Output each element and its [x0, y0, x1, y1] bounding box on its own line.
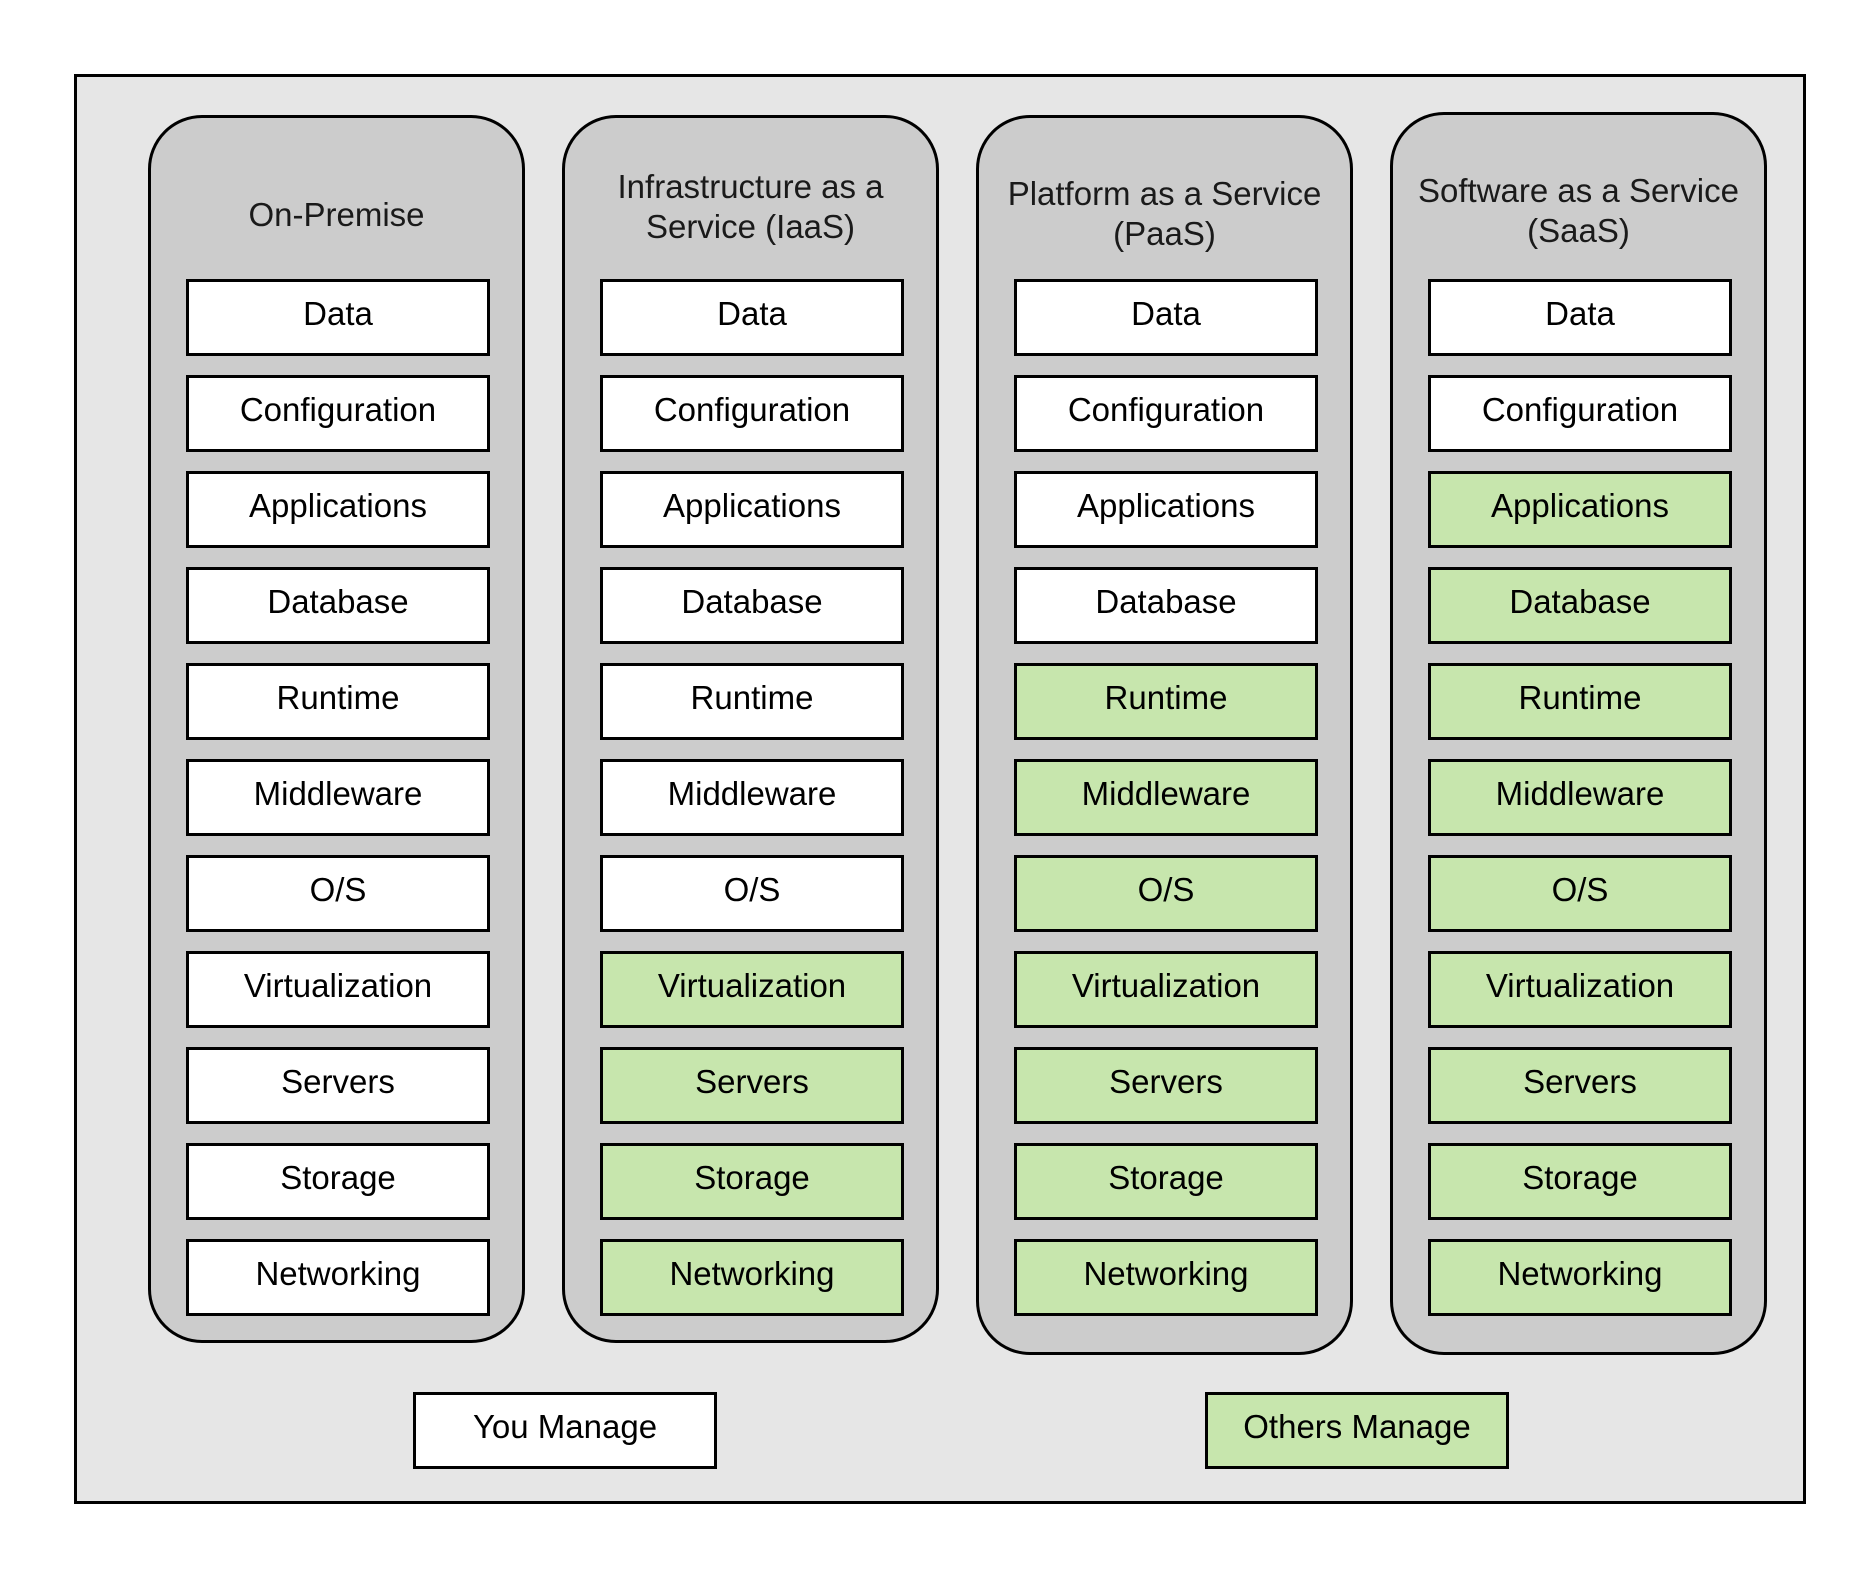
layer-label: Database	[1509, 582, 1651, 620]
layer-box: Networking	[1428, 1239, 1732, 1316]
layer-label: Middleware	[667, 774, 837, 812]
layer-box: Database	[186, 567, 490, 644]
layer-label: Runtime	[1518, 678, 1642, 716]
layer-box: Data	[1014, 279, 1318, 356]
layer-box: Virtualization	[186, 951, 490, 1028]
layer-box: Servers	[186, 1047, 490, 1124]
layer-label: O/S	[723, 870, 781, 908]
legend-you-manage-label: You Manage	[472, 1407, 658, 1445]
layer-label: Middleware	[253, 774, 423, 812]
layer-label: Storage	[1522, 1158, 1638, 1196]
layer-box: Storage	[186, 1143, 490, 1220]
column-title: Infrastructure as a Service (IaaS)	[617, 168, 884, 245]
layer-label: Runtime	[276, 678, 400, 716]
layer-label: Applications	[1491, 486, 1669, 524]
layer-box: Middleware	[1428, 759, 1732, 836]
layer-label: Data	[1131, 294, 1201, 332]
layer-box: Runtime	[186, 663, 490, 740]
layer-box: Configuration	[1428, 375, 1732, 452]
layer-box: Runtime	[1014, 663, 1318, 740]
legend-others-manage: Others Manage	[1205, 1392, 1509, 1469]
layer-box: Networking	[186, 1239, 490, 1316]
layer-label: Virtualization	[1071, 966, 1261, 1004]
layer-box: Applications	[186, 471, 490, 548]
layer-label: O/S	[1137, 870, 1195, 908]
layer-box: Runtime	[1428, 663, 1732, 740]
layer-label: Servers	[281, 1062, 395, 1100]
layer-box: Data	[600, 279, 904, 356]
legend-you-manage: You Manage	[413, 1392, 717, 1469]
layer-label: Virtualization	[243, 966, 433, 1004]
layer-box: Middleware	[1014, 759, 1318, 836]
layer-label: Runtime	[690, 678, 814, 716]
layer-label: Configuration	[1481, 390, 1679, 428]
layer-label: Database	[267, 582, 409, 620]
layer-box: Virtualization	[1428, 951, 1732, 1028]
layer-label: Database	[681, 582, 823, 620]
layer-label: O/S	[1551, 870, 1609, 908]
layer-box: Middleware	[186, 759, 490, 836]
layer-box: Applications	[600, 471, 904, 548]
layer-label: Networking	[255, 1254, 421, 1292]
layer-label: Servers	[695, 1062, 809, 1100]
layer-box: Runtime	[600, 663, 904, 740]
layer-label: Data	[303, 294, 373, 332]
layer-label: Configuration	[1067, 390, 1265, 428]
layer-label: Runtime	[1104, 678, 1228, 716]
layer-box: Virtualization	[1014, 951, 1318, 1028]
layer-box: Servers	[1014, 1047, 1318, 1124]
column-title: Platform as a Service (PaaS)	[1007, 175, 1322, 252]
layer-label: Applications	[249, 486, 427, 524]
layer-box: Applications	[1428, 471, 1732, 548]
layer-box: Networking	[1014, 1239, 1318, 1316]
layer-label: Data	[717, 294, 787, 332]
layer-box: Database	[1014, 567, 1318, 644]
column-title: On-Premise	[248, 196, 425, 233]
layer-label: Middleware	[1495, 774, 1665, 812]
layer-box: Virtualization	[600, 951, 904, 1028]
layer-box: O/S	[600, 855, 904, 932]
layer-box: O/S	[186, 855, 490, 932]
layer-label: Servers	[1109, 1062, 1223, 1100]
layer-box: Networking	[600, 1239, 904, 1316]
layer-label: Configuration	[653, 390, 851, 428]
layer-box: Data	[186, 279, 490, 356]
layer-label: Storage	[1108, 1158, 1224, 1196]
column-title: Software as a Service (SaaS)	[1418, 172, 1739, 249]
layer-box: Configuration	[1014, 375, 1318, 452]
layer-box: Configuration	[600, 375, 904, 452]
layer-box: Storage	[1428, 1143, 1732, 1220]
layer-label: Configuration	[239, 390, 437, 428]
layer-box: Storage	[1014, 1143, 1318, 1220]
layer-box: Applications	[1014, 471, 1318, 548]
layer-label: Middleware	[1081, 774, 1251, 812]
layer-label: Database	[1095, 582, 1237, 620]
layer-label: Applications	[663, 486, 841, 524]
layer-box: Servers	[1428, 1047, 1732, 1124]
layer-label: Networking	[1083, 1254, 1249, 1292]
layer-label: Data	[1545, 294, 1615, 332]
layer-label: Servers	[1523, 1062, 1637, 1100]
layer-label: Virtualization	[657, 966, 847, 1004]
layer-box: Database	[1428, 567, 1732, 644]
layer-box: Data	[1428, 279, 1732, 356]
layer-box: Middleware	[600, 759, 904, 836]
layer-box: Storage	[600, 1143, 904, 1220]
layer-label: Networking	[1497, 1254, 1663, 1292]
layer-label: O/S	[309, 870, 367, 908]
layer-label: Networking	[669, 1254, 835, 1292]
layer-box: Configuration	[186, 375, 490, 452]
legend-others-manage-label: Others Manage	[1243, 1407, 1471, 1445]
layer-box: O/S	[1014, 855, 1318, 932]
layer-label: Storage	[694, 1158, 810, 1196]
layer-box: Servers	[600, 1047, 904, 1124]
layer-label: Applications	[1077, 486, 1255, 524]
layer-label: Virtualization	[1485, 966, 1675, 1004]
layer-label: Storage	[280, 1158, 396, 1196]
layer-box: O/S	[1428, 855, 1732, 932]
layer-box: Database	[600, 567, 904, 644]
